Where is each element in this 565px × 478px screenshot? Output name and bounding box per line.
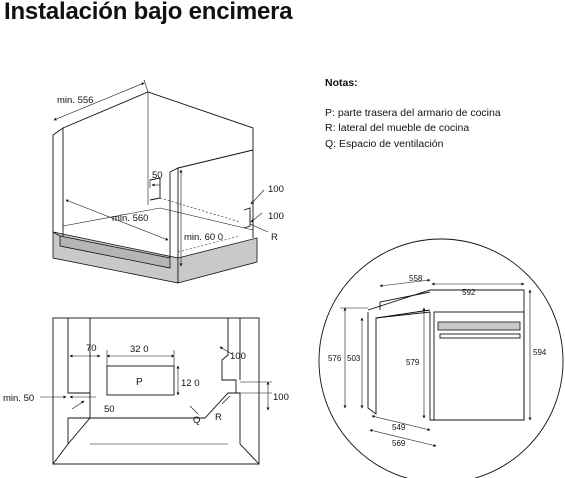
notes-heading: Notas: bbox=[325, 77, 358, 89]
note-key: P bbox=[325, 106, 333, 119]
dim-100-plan-right: 100 bbox=[273, 392, 289, 403]
note-key: R bbox=[325, 122, 333, 134]
note-text: : Espacio de ventilación bbox=[333, 137, 444, 150]
notes-panel: Notas: P: parte trasera del armario de c… bbox=[325, 76, 501, 152]
cabinet-base-right bbox=[177, 237, 258, 284]
dim-503: 503 bbox=[347, 354, 361, 363]
dim-594: 594 bbox=[533, 348, 547, 357]
dim-min-556: min. 556 bbox=[57, 95, 93, 106]
page-title: Instalación bajo encimera bbox=[4, 0, 293, 25]
plan-left-panel bbox=[52, 318, 91, 465]
oven-handle bbox=[437, 321, 521, 331]
vent-cutout-right bbox=[243, 207, 251, 229]
dim-320: 32 0 bbox=[130, 344, 149, 355]
dim-min-50: min. 50 bbox=[3, 393, 34, 404]
cabinet-left-panel bbox=[52, 127, 64, 236]
note-key: Q bbox=[325, 137, 334, 150]
dim-558: 558 bbox=[409, 274, 423, 283]
cabinet-back-wall bbox=[62, 91, 254, 238]
label-r-plan: R bbox=[215, 412, 222, 423]
dim-569: 569 bbox=[392, 439, 406, 448]
dim-min-560: min. 560 bbox=[112, 213, 148, 224]
dim-100-top: 100 bbox=[268, 184, 284, 195]
plan-p-block bbox=[106, 365, 175, 396]
vent-cutout-back bbox=[149, 177, 161, 201]
dim-100-plan-top: 100 bbox=[230, 351, 246, 362]
plan-right-panel bbox=[221, 318, 260, 465]
dim-576: 576 bbox=[328, 354, 342, 363]
dim-592: 592 bbox=[462, 288, 476, 297]
oven-dimension-diagram: 558 592 576 503 579 594 549 569 bbox=[318, 238, 564, 478]
note-r: R: lateral del mueble de cocina bbox=[325, 121, 501, 137]
note-q: Q: Espacio de ventilación bbox=[325, 137, 501, 153]
dim-50-plan: 50 bbox=[104, 404, 115, 415]
note-p: P: parte trasera del armario de cocina bbox=[325, 106, 501, 122]
dim-579: 579 bbox=[406, 358, 420, 367]
plan-view-diagram: P 70 32 0 100 12 0 min. 50 50 Q R bbox=[3, 317, 289, 465]
note-text: : parte trasera del armario de cocina bbox=[332, 106, 501, 119]
label-p: P bbox=[136, 377, 143, 388]
dim-50: 50 bbox=[152, 170, 163, 181]
note-text: : lateral del mueble de cocina bbox=[332, 122, 470, 134]
dim-120: 12 0 bbox=[181, 378, 200, 389]
label-r: R bbox=[271, 232, 278, 243]
cabinet-floor-front bbox=[59, 235, 171, 269]
cabinet-right-panel bbox=[169, 167, 179, 258]
label-q: Q bbox=[193, 415, 200, 426]
oven-door bbox=[433, 311, 525, 421]
iso-cabinet-diagram: min. 556 min. 560 min. 60 0 50 100 100 R bbox=[52, 79, 284, 284]
dim-549: 549 bbox=[392, 423, 406, 432]
dim-min-600: min. 60 0 bbox=[184, 232, 223, 243]
dim-100-bottom: 100 bbox=[268, 211, 284, 222]
oven-body bbox=[367, 289, 525, 421]
oven-detail-circle bbox=[318, 238, 564, 478]
dim-70: 70 bbox=[86, 343, 97, 354]
